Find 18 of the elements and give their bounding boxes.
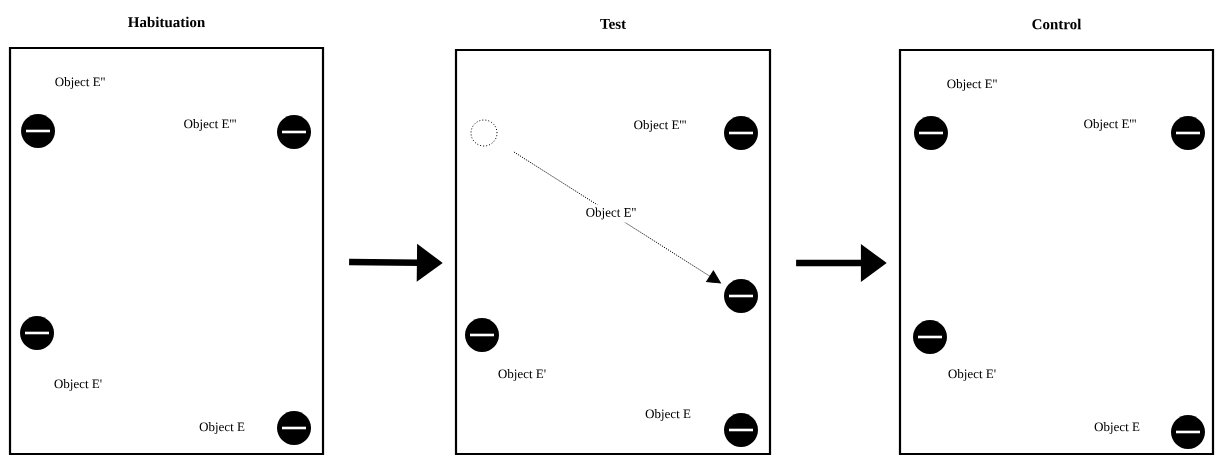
object-label: Object E'' xyxy=(947,79,997,91)
object-disc xyxy=(724,279,758,313)
panel-heading: Control xyxy=(1032,18,1082,30)
object-label: Object E''' xyxy=(1084,119,1136,131)
object-label: Object E''' xyxy=(634,120,686,132)
movement-arrow xyxy=(513,151,721,284)
object-label: Object E' xyxy=(948,369,996,381)
object-label: Object E xyxy=(645,409,691,421)
object-label: Object E''' xyxy=(184,119,236,131)
object-label: Object E xyxy=(1094,422,1140,434)
object-label: Object E' xyxy=(54,379,102,391)
panel-heading: Habituation xyxy=(128,16,206,28)
object-label: Object E' xyxy=(498,369,546,381)
edge-label: Object E'' xyxy=(582,204,640,223)
empty-position-circle xyxy=(470,119,498,147)
object-label: Object E'' xyxy=(55,77,105,89)
panel-heading: Test xyxy=(600,19,626,29)
object-label: Object E xyxy=(199,422,245,434)
